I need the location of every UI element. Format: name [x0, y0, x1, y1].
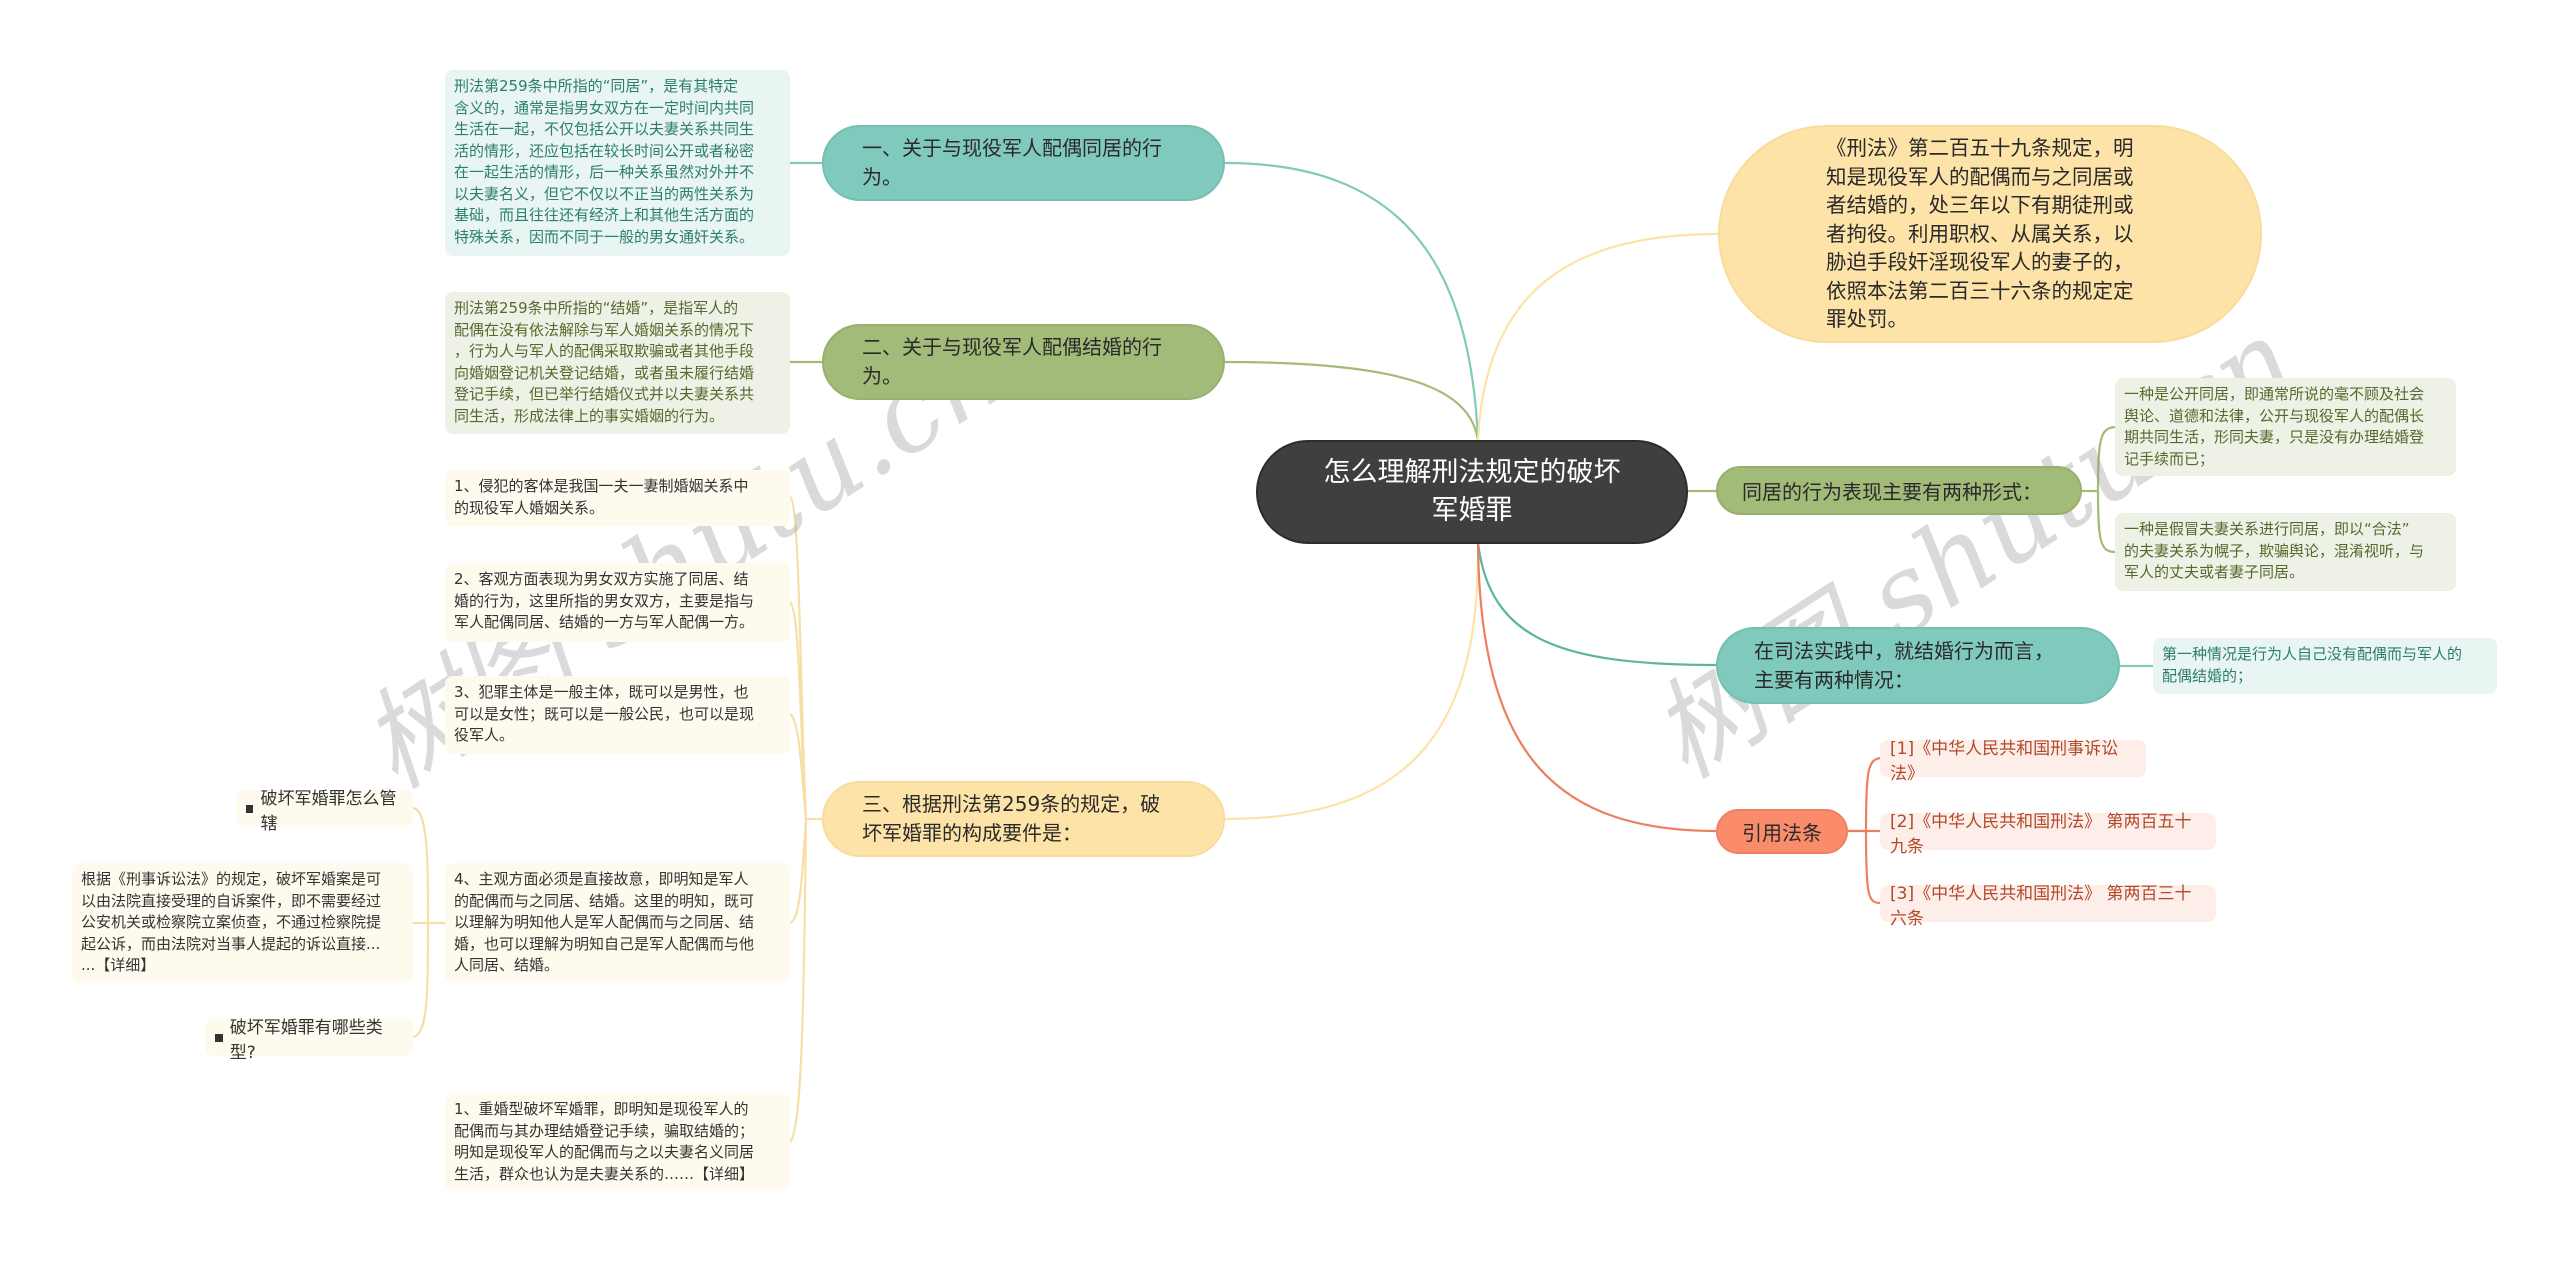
- square-bullet-icon: [215, 1033, 223, 1042]
- element-item-4[interactable]: 4、主观方面必须是直接故意，即明知是军人 的配偶而与之同居、结婚。这里的明知，既…: [445, 863, 790, 983]
- related-jurisdiction-detail-text: 根据《刑事诉讼法》的规定，破坏军婚案是可 以由法院直接受理的自诉案件，即不需要经…: [81, 870, 382, 974]
- element-item-2[interactable]: 2、客观方面表现为男女双方实施了同居、结 婚的行为，这里所指的男女双方，主要是指…: [445, 563, 790, 642]
- branch-marriage[interactable]: 二、关于与现役军人配偶结婚的行 为。: [822, 324, 1225, 400]
- practice-case-1[interactable]: 第一种情况是行为人自己没有配偶而与军人的 配偶结婚的；: [2153, 638, 2497, 694]
- related-link-types-label: 破坏军婚罪有哪些类型?: [229, 1017, 383, 1063]
- branch-constituent-elements-label: 三、根据刑法第259条的规定，破 坏军婚罪的构成要件是：: [862, 792, 1161, 845]
- element-item-1[interactable]: 1、侵犯的客体是我国一夫一妻制婚姻关系中 的现役军人婚姻关系。: [445, 470, 790, 526]
- branch-judicial-practice-label: 在司法实践中，就结婚行为而言， 主要有两种情况：: [1754, 638, 2054, 692]
- element-item-3[interactable]: 3、犯罪主体是一般主体，既可以是男性，也 可以是女性；既可以是一般公民，也可以是…: [445, 676, 790, 754]
- element-item-1-text: 1、侵犯的客体是我国一夫一妻制婚姻关系中 的现役军人婚姻关系。: [454, 477, 749, 517]
- branch-cited-laws[interactable]: 引用法条: [1716, 809, 1848, 854]
- cited-law-3[interactable]: [3]《中华人民共和国刑法》 第两百三十六条: [1880, 884, 2216, 929]
- branch-cohabit-forms[interactable]: 同居的行为表现主要有两种形式：: [1716, 466, 2082, 515]
- cited-law-2[interactable]: [2]《中华人民共和国刑法》 第两百五十九条: [1880, 812, 2216, 857]
- branch-cohabitation-label: 一、关于与现役军人配偶同居的行 为。: [862, 136, 1162, 189]
- element-item-3-text: 3、犯罪主体是一般主体，既可以是男性，也 可以是女性；既可以是一般公民，也可以是…: [454, 683, 755, 744]
- element-item-4-text: 4、主观方面必须是直接故意，即明知是军人 的配偶而与之同居、结婚。这里的明知，既…: [454, 870, 755, 974]
- related-link-jurisdiction-label: 破坏军婚罪怎么管辖: [260, 788, 397, 834]
- branch-judicial-practice[interactable]: 在司法实践中，就结婚行为而言， 主要有两种情况：: [1716, 627, 2120, 704]
- related-link-jurisdiction[interactable]: 破坏军婚罪怎么管辖: [236, 789, 413, 834]
- square-bullet-icon: [246, 804, 254, 813]
- note-cohabitation-definition[interactable]: 刑法第259条中所指的“同居”，是有其特定 含义的，通常是指男女双方在一定时间内…: [445, 70, 790, 256]
- note-marriage-definition[interactable]: 刑法第259条中所指的“结婚”，是指军人的 配偶在没有依法解除与军人婚姻关系的情…: [445, 292, 790, 434]
- branch-constituent-elements[interactable]: 三、根据刑法第259条的规定，破 坏军婚罪的构成要件是：: [822, 781, 1225, 857]
- element-item-bigamy-text: 1、重婚型破坏军婚罪，即明知是现役军人的 配偶而与其办理结婚登记手续，骗取结婚的…: [454, 1100, 755, 1183]
- cohabit-form-1-text: 一种是公开同居，即通常所说的毫不顾及社会 舆论、道德和法律，公开与现役军人的配偶…: [2124, 385, 2425, 468]
- central-topic-label: 怎么理解刑法规定的破坏 军婚罪: [1323, 457, 1621, 526]
- central-topic[interactable]: 怎么理解刑法规定的破坏 军婚罪: [1256, 440, 1688, 544]
- element-item-bigamy-type[interactable]: 1、重婚型破坏军婚罪，即明知是现役军人的 配偶而与其办理结婚登记手续，骗取结婚的…: [445, 1093, 790, 1191]
- branch-marriage-label: 二、关于与现役军人配偶结婚的行 为。: [862, 335, 1162, 388]
- cited-law-1-label: [1]《中华人民共和国刑事诉讼法》: [1890, 738, 2119, 784]
- note-marriage-text: 刑法第259条中所指的“结婚”，是指军人的 配偶在没有依法解除与军人婚姻关系的情…: [454, 299, 755, 425]
- cohabit-form-2-text: 一种是假冒夫妻关系进行同居，即以“合法” 的夫妻关系为幌子，欺骗舆论，混淆视听，…: [2124, 520, 2425, 581]
- practice-case-1-text: 第一种情况是行为人自己没有配偶而与军人的 配偶结婚的；: [2162, 645, 2463, 685]
- branch-cohabitation[interactable]: 一、关于与现役军人配偶同居的行 为。: [822, 125, 1225, 201]
- law-quote-node[interactable]: 《刑法》第二百五十九条规定，明 知是现役军人的配偶而与之同居或 者结婚的，处三年…: [1718, 125, 2262, 343]
- cited-law-1[interactable]: [1]《中华人民共和国刑事诉讼法》: [1880, 739, 2146, 784]
- note-cohabitation-text: 刑法第259条中所指的“同居”，是有其特定 含义的，通常是指男女双方在一定时间内…: [454, 77, 755, 246]
- cohabit-form-1[interactable]: 一种是公开同居，即通常所说的毫不顾及社会 舆论、道德和法律，公开与现役军人的配偶…: [2115, 378, 2456, 476]
- branch-cited-laws-label: 引用法条: [1742, 821, 1822, 845]
- cohabit-form-2[interactable]: 一种是假冒夫妻关系进行同居，即以“合法” 的夫妻关系为幌子，欺骗舆论，混淆视听，…: [2115, 513, 2456, 591]
- related-jurisdiction-detail[interactable]: 根据《刑事诉讼法》的规定，破坏军婚案是可 以由法院直接受理的自诉案件，即不需要经…: [72, 863, 413, 983]
- cited-law-2-label: [2]《中华人民共和国刑法》 第两百五十九条: [1890, 811, 2192, 857]
- law-quote-text: 《刑法》第二百五十九条规定，明 知是现役军人的配偶而与之同居或 者结婚的，处三年…: [1826, 136, 2134, 332]
- related-link-types[interactable]: 破坏军婚罪有哪些类型?: [205, 1018, 413, 1063]
- branch-cohabit-forms-label: 同居的行为表现主要有两种形式：: [1742, 480, 2042, 504]
- cited-law-3-label: [3]《中华人民共和国刑法》 第两百三十六条: [1890, 883, 2192, 929]
- element-item-2-text: 2、客观方面表现为男女双方实施了同居、结 婚的行为，这里所指的男女双方，主要是指…: [454, 570, 755, 631]
